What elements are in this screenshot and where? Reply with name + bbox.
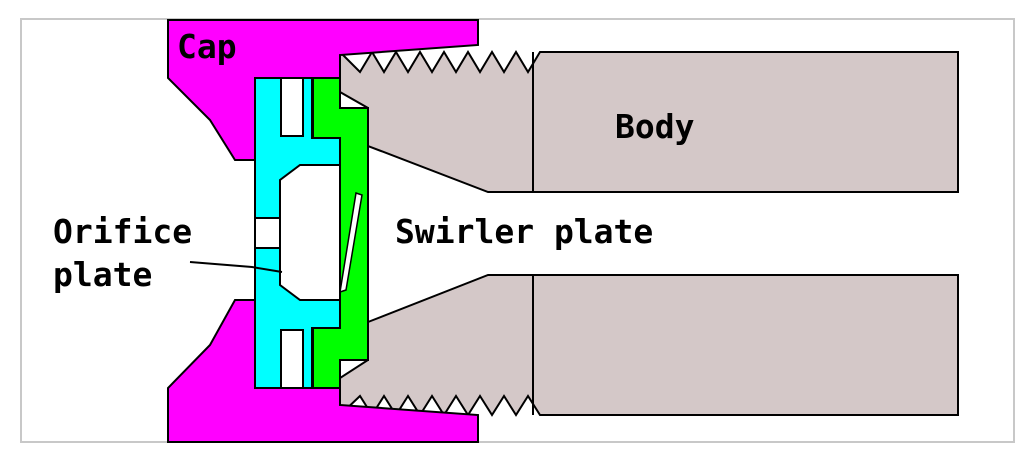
orifice-plate-part (254, 77, 341, 389)
body-upper (339, 49, 959, 193)
swirler-plate-body (312, 77, 369, 389)
orifice-slot-lower (280, 329, 304, 389)
orifice-leader-line (189, 261, 283, 273)
body-label: Body (615, 107, 694, 146)
swirl-slot (339, 192, 363, 294)
orifice-slot-upper (280, 77, 304, 137)
swirler-plate-label: Swirler plate (395, 212, 653, 251)
body-part (339, 49, 959, 418)
orifice-plate-label-line2: plate (53, 255, 152, 294)
body-lower (339, 274, 959, 418)
swirler-plate-part (312, 77, 369, 389)
orifice-plate-label-line1: Orifice (53, 212, 192, 251)
cap-label: Cap (177, 27, 237, 66)
orifice-hole (254, 217, 281, 249)
